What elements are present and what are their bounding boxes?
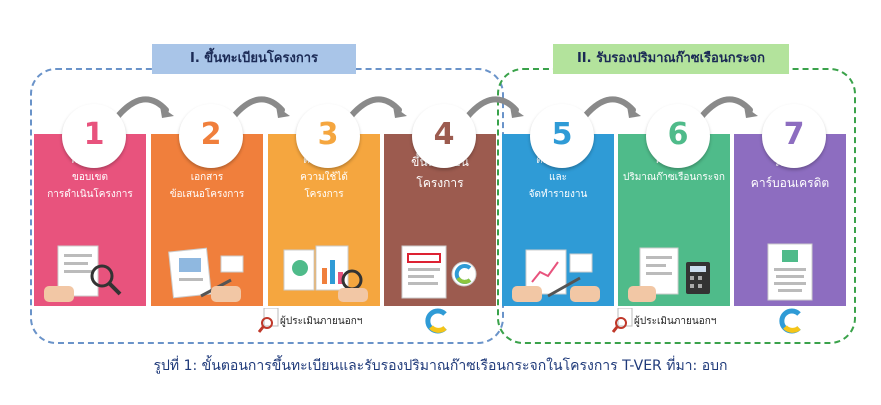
magnifier-icon <box>258 308 279 333</box>
phase-1-label: I. ขึ้นทะเบียนโครงการ <box>152 44 356 74</box>
approved-document-icon <box>401 245 477 299</box>
step-1-line-2: ขอบเขต <box>72 172 108 183</box>
external-assessor-1-label: ผู้ประเมินภายนอกฯ <box>280 316 363 327</box>
document-drafting-icon <box>168 247 244 302</box>
step-5-line-3: จัดทำรายงาน <box>528 189 588 200</box>
external-assessor-1: ผู้ประเมินภายนอกฯ <box>258 308 362 334</box>
figure-caption: รูปที่ 1: ขั้นตอนการขึ้นทะเบียนและรับรอง… <box>153 358 728 374</box>
phase-2-label: II. รับรองปริมาณก๊าซเรือนกระจก <box>553 44 789 74</box>
step-1-number: 1 <box>62 104 126 168</box>
magnifier-icon <box>612 308 633 333</box>
step-4-line-2: โครงการ <box>416 176 464 190</box>
step-7-number: 7 <box>762 104 826 168</box>
step-2-line-3: ข้อเสนอโครงการ <box>169 189 245 200</box>
step-6-line-2: ปริมาณก๊าซเรือนกระจก <box>622 172 725 183</box>
c-logo-icon <box>425 308 447 334</box>
document-review-icon <box>44 245 122 302</box>
step-6-number: 6 <box>646 104 710 168</box>
step-3-line-3: โครงการ <box>304 189 344 200</box>
curved-arrow-icon <box>348 96 407 119</box>
step-2-line-2: เอกสาร <box>190 172 224 183</box>
curved-arrow-icon <box>115 96 174 119</box>
step-5-number: 5 <box>530 104 594 168</box>
validation-charts-icon <box>283 245 368 302</box>
curved-arrow-icon <box>699 96 758 119</box>
monitoring-report-icon <box>512 249 600 302</box>
step-1-line-3: การดำเนินโครงการ <box>47 189 133 200</box>
curved-arrow-icon <box>582 96 641 119</box>
step-7-line-2: คาร์บอนเครดิต <box>750 176 830 190</box>
step-2-number: 2 <box>179 104 243 168</box>
step-5-line-2: และ <box>549 172 567 183</box>
verification-calculator-icon <box>628 247 710 302</box>
external-assessor-2: ผู้ประเมินภายนอกฯ <box>612 308 716 334</box>
curved-arrow-icon <box>465 96 524 119</box>
step-3-number: 3 <box>296 104 360 168</box>
c-logo-icon <box>779 308 801 334</box>
step-4-number: 4 <box>412 104 476 168</box>
external-assessor-2-label: ผู้ประเมินภายนอกฯ <box>634 316 717 327</box>
curved-arrow-icon <box>231 96 290 119</box>
carbon-credit-certificate-icon <box>767 243 813 301</box>
step-3-line-2: ความใช้ได้ <box>300 172 348 183</box>
